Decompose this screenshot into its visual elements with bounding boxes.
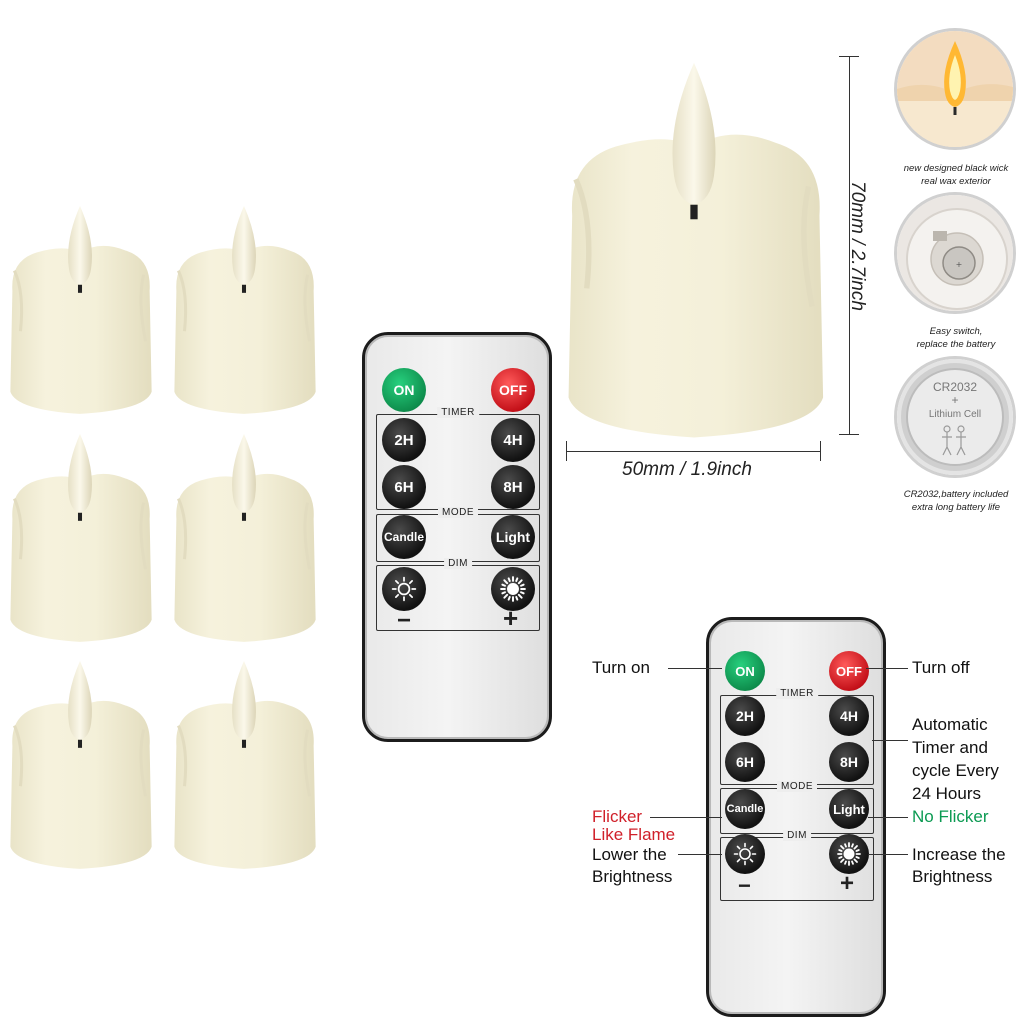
large-candle-image	[556, 52, 832, 452]
mode-label: MODE	[777, 781, 817, 792]
lower-brightness-label-line2: Brightness	[592, 867, 673, 886]
height-dimension-tick-bottom	[839, 434, 859, 435]
turn-off-leader	[866, 668, 908, 669]
timer-2h-button[interactable]: 2H	[725, 696, 765, 736]
battery-compartment-image: +	[894, 192, 1016, 314]
increase-brightness-leader	[868, 854, 908, 855]
off-button[interactable]: OFF	[829, 651, 869, 691]
automatic-timer-label-line3: cycle Every	[912, 761, 999, 780]
no-flicker-label: No Flicker	[912, 807, 989, 826]
width-dimension-tick-right	[820, 441, 821, 461]
automatic-timer-label-line2: Timer and	[912, 738, 988, 757]
annotated-remote-control: ON OFF TIMER 2H 4H 6H 8H MODE Candle Lig…	[706, 617, 886, 1017]
dim-up-button[interactable]	[491, 567, 535, 611]
increase-brightness-label-line2: Brightness	[912, 867, 993, 886]
wick-closeup-image	[894, 28, 1016, 150]
switch-caption-line2: replace the battery	[916, 339, 996, 350]
wick-caption-line2: real wax exterior	[921, 176, 991, 187]
dim-label: DIM	[444, 558, 472, 569]
off-button[interactable]: OFF	[491, 368, 535, 412]
candle-mode-button[interactable]: Candle	[382, 515, 426, 559]
lower-brightness-leader	[678, 854, 722, 855]
timer-6h-button[interactable]: 6H	[382, 465, 426, 509]
lower-brightness-label-line1: Lower the	[592, 845, 667, 864]
candle-image	[168, 655, 320, 877]
turn-off-label: Turn off	[912, 658, 970, 677]
turn-on-label: Turn on	[592, 658, 650, 677]
coin-cell-type: Lithium Cell	[929, 409, 981, 420]
width-dimension-label: 50mm / 1.9inch	[622, 459, 752, 480]
battery-caption-line1: CR2032,battery included	[903, 489, 1009, 500]
light-mode-button[interactable]: Light	[829, 789, 869, 829]
dim-down-button[interactable]	[382, 567, 426, 611]
height-dimension-label: 70mm / 2.7inch	[847, 181, 868, 311]
width-dimension-line	[566, 451, 820, 452]
on-button[interactable]: ON	[725, 651, 765, 691]
sun-outline-icon	[733, 842, 757, 866]
sun-filled-icon	[500, 576, 526, 602]
timer-2h-button[interactable]: 2H	[382, 418, 426, 462]
candle-image	[4, 655, 156, 877]
timer-label: TIMER	[437, 407, 479, 418]
height-dimension-tick-top	[839, 56, 859, 57]
wick-caption-line1: new designed black wick	[903, 163, 1009, 174]
increase-brightness-label-line1: Increase the	[912, 845, 1006, 864]
coin-cell-battery-image: CR2032 + Lithium Cell	[894, 356, 1016, 478]
coin-cell-model: CR2032	[933, 380, 977, 394]
timer-4h-button[interactable]: 4H	[491, 418, 535, 462]
remote-control: ON OFF TIMER 2H 4H 6H 8H MODE Candle Lig…	[362, 332, 552, 742]
timer-6h-button[interactable]: 6H	[725, 742, 765, 782]
switch-caption-line1: Easy switch,	[929, 326, 983, 337]
flicker-label-line1: Flicker	[592, 807, 643, 826]
svg-text:+: +	[956, 260, 963, 269]
sun-outline-icon	[391, 576, 417, 602]
svg-text:+: +	[951, 393, 958, 407]
no-flicker-leader	[868, 817, 908, 818]
on-button[interactable]: ON	[382, 368, 426, 412]
minus-sign: −	[397, 607, 412, 634]
dim-group: DIM	[376, 558, 540, 631]
dim-up-button[interactable]	[829, 834, 869, 874]
height-dimension-line	[849, 56, 850, 434]
timer-label: TIMER	[776, 688, 818, 699]
mode-label: MODE	[438, 507, 478, 518]
automatic-timer-label-line4: 24 Hours	[912, 784, 981, 803]
timer-leader	[872, 740, 908, 741]
timer-8h-button[interactable]: 8H	[491, 465, 535, 509]
flicker-leader	[650, 817, 722, 818]
turn-on-leader	[668, 668, 722, 669]
flicker-label-line2: Like Flame	[592, 825, 676, 844]
dim-label: DIM	[783, 830, 811, 841]
width-dimension-tick-left	[566, 441, 567, 461]
minus-sign: −	[738, 873, 751, 898]
sun-filled-icon	[837, 842, 861, 866]
candle-mode-button[interactable]: Candle	[725, 789, 765, 829]
plus-sign: +	[840, 870, 855, 897]
battery-caption-line2: extra long battery life	[911, 502, 1001, 513]
light-mode-button[interactable]: Light	[491, 515, 535, 559]
candle-image	[168, 428, 320, 650]
candle-image	[4, 428, 156, 650]
candle-image	[4, 200, 156, 422]
automatic-timer-label-line1: Automatic	[912, 715, 988, 734]
timer-4h-button[interactable]: 4H	[829, 696, 869, 736]
candle-image	[168, 200, 320, 422]
dim-down-button[interactable]	[725, 834, 765, 874]
dim-group: DIM	[720, 830, 874, 901]
plus-sign: +	[503, 603, 519, 633]
timer-8h-button[interactable]: 8H	[829, 742, 869, 782]
